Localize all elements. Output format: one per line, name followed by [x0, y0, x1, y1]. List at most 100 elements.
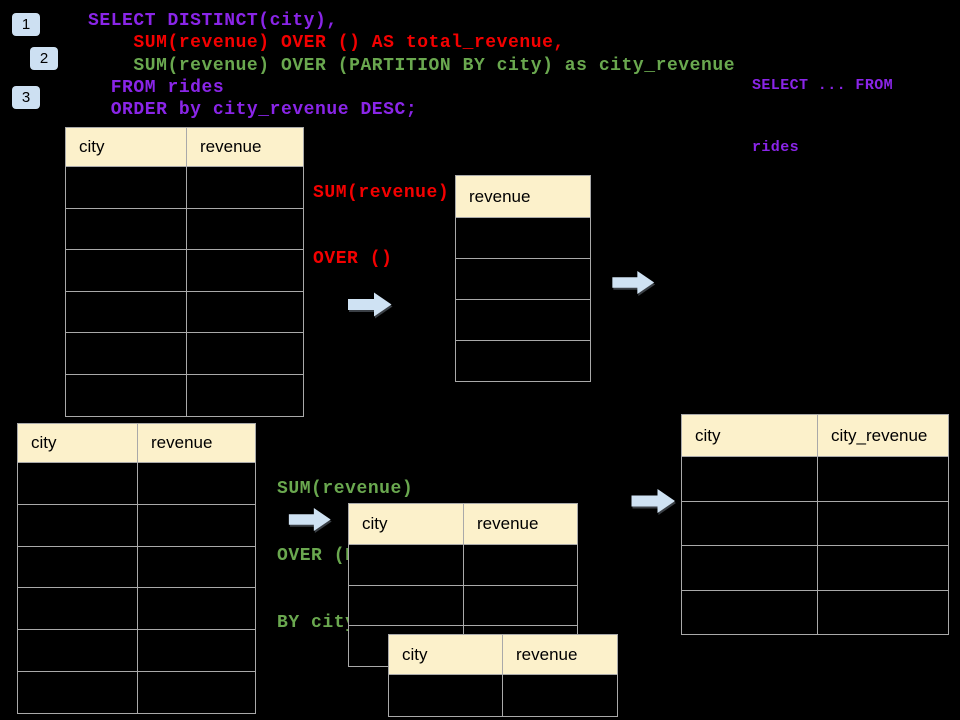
column-header-city: city: [65, 127, 187, 167]
table-cell: [17, 462, 138, 505]
table-header-row: city revenue: [17, 423, 256, 463]
table-cell: [137, 587, 256, 631]
column-header-city-revenue: city_revenue: [817, 414, 949, 457]
column-header-city: city: [348, 503, 464, 545]
table-cell: [817, 545, 949, 591]
table-cell: [681, 500, 818, 547]
table-row: [65, 332, 304, 375]
table-cell: [388, 674, 503, 717]
table-row: [455, 340, 591, 382]
table-cell: [17, 670, 138, 714]
table-cell: [463, 584, 578, 627]
sql-side-note-line: SELECT ... FROM: [752, 77, 894, 94]
table-cell: [17, 629, 138, 672]
table-cell: [65, 249, 187, 292]
annotation-line: SUM(revenue): [277, 478, 414, 499]
table-cell: [681, 589, 818, 636]
table-row: [65, 373, 304, 417]
sql-code-line: SUM(revenue) OVER (PARTITION BY city) as…: [88, 55, 736, 76]
column-header-city: city: [681, 414, 818, 457]
table-cell: [186, 166, 304, 209]
column-header-city: city: [17, 423, 138, 463]
table-row: [17, 587, 256, 631]
table-row: [65, 207, 304, 251]
sql-side-note-line: rides: [752, 138, 800, 156]
arrow-right-icon: [631, 488, 676, 514]
table-cell: [186, 207, 304, 251]
table-cell: [17, 503, 138, 547]
table-cell: [137, 629, 256, 672]
table-cell: [65, 290, 187, 334]
table-row: [348, 584, 578, 627]
table-cell: [455, 217, 591, 259]
column-header-revenue: revenue: [186, 127, 304, 167]
table-cell: [502, 674, 618, 717]
arrow-right-icon: [287, 507, 333, 532]
table-cell: [65, 332, 187, 375]
table-cell: [681, 545, 818, 591]
table-row: [455, 258, 591, 300]
table-row: [681, 500, 949, 547]
table-cell: [17, 545, 138, 589]
table-cell: [186, 249, 304, 292]
table-cell: [463, 544, 578, 586]
table-cell: [817, 500, 949, 547]
sql-code-line: FROM rides: [88, 77, 225, 98]
table-header-row: revenue: [455, 175, 591, 218]
table-cell: [455, 340, 591, 382]
annotation-line: OVER (): [313, 249, 393, 270]
table-source-rides-top: city revenue: [65, 127, 304, 417]
sql-code-block: SELECT DISTINCT(city), SUM(revenue) OVER…: [88, 10, 735, 121]
table-row: [681, 589, 949, 636]
table-cell: [186, 332, 304, 375]
sql-side-note: SELECT ... FROM rides: [752, 35, 893, 199]
column-header-revenue: revenue: [137, 423, 256, 463]
table-row: [455, 299, 591, 341]
table-partition-step-overlay: city revenue: [388, 634, 618, 717]
table-cell: [65, 373, 187, 417]
table-cell: [348, 584, 464, 627]
table-row: [388, 674, 618, 717]
table-cell: [681, 456, 818, 502]
table-header-row: city revenue: [65, 127, 304, 167]
step-badge-1: 1: [12, 13, 40, 36]
sql-code-line: SELECT DISTINCT(city),: [88, 11, 338, 31]
table-row: [348, 544, 578, 586]
table-cell: [186, 373, 304, 417]
annotation-total-window: SUM(revenue) OVER (): [313, 137, 449, 315]
table-cell: [455, 299, 591, 341]
table-cell: [817, 456, 949, 502]
table-row: [17, 670, 256, 714]
table-city-revenue-result: city city_revenue: [681, 414, 949, 636]
table-row: [681, 545, 949, 591]
step-badge-3: 3: [12, 86, 40, 109]
sql-code-line: ORDER by city_revenue DESC;: [88, 100, 418, 121]
table-cell: [348, 544, 464, 586]
table-cell: [65, 207, 187, 251]
table-header-row: city revenue: [388, 634, 618, 675]
table-row: [65, 249, 304, 292]
table-row: [65, 290, 304, 334]
table-row: [17, 503, 256, 547]
table-cell: [137, 670, 256, 714]
step-badge-2: 2: [30, 47, 58, 70]
table-cell: [137, 503, 256, 547]
table-cell: [455, 258, 591, 300]
annotation-line: SUM(revenue): [313, 182, 450, 203]
arrow-right-icon: [611, 270, 656, 295]
table-cell: [17, 587, 138, 631]
column-header-city: city: [388, 634, 503, 675]
table-total-revenue-result: revenue: [455, 175, 591, 382]
column-header-revenue: revenue: [463, 503, 578, 545]
arrow-right-icon: [348, 291, 392, 318]
table-row: [455, 217, 591, 259]
table-cell: [65, 166, 187, 209]
table-cell: [186, 290, 304, 334]
table-source-rides-bottom: city revenue: [17, 423, 256, 714]
table-row: [17, 629, 256, 672]
table-cell: [137, 462, 256, 505]
table-cell: [137, 545, 256, 589]
table-row: [17, 545, 256, 589]
table-row: [65, 166, 304, 209]
